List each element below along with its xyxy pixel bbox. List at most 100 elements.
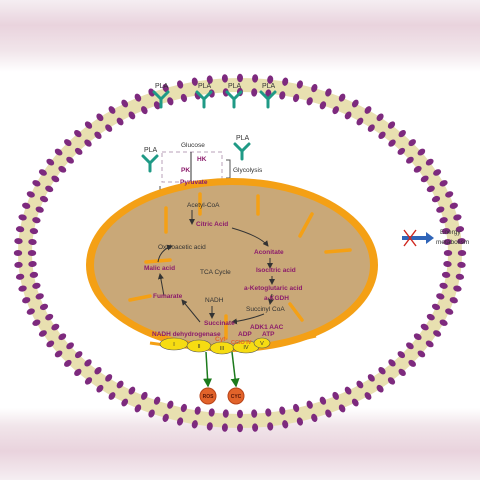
lipid-head-inner	[439, 282, 448, 289]
lipid-head-outer	[148, 409, 155, 418]
lipid-head-inner	[116, 117, 124, 126]
lipid-head-inner	[208, 408, 215, 417]
lipid-head-outer	[38, 169, 47, 176]
lipid-head-outer	[64, 359, 72, 367]
energy-cross-b	[403, 229, 417, 247]
crista	[288, 302, 304, 322]
lipid-head-outer	[15, 226, 25, 233]
adk1-aac-label: ADK1 AAC	[250, 324, 284, 331]
lipid-head-inner	[32, 282, 41, 289]
lipid-head-outer	[453, 285, 462, 292]
lipid-head-outer	[191, 77, 198, 86]
diagram-labels: Glucose HK PK Glycolysis Pyruvate Acetyl…	[144, 142, 469, 346]
lipid-head-inner	[28, 238, 37, 246]
lipid-head-inner	[167, 400, 174, 409]
nadh-label: NADH	[205, 297, 224, 304]
crista	[128, 294, 152, 302]
lipid-head-inner	[292, 93, 300, 103]
lipid-head-inner	[28, 260, 37, 268]
lipid-head-inner	[180, 403, 188, 413]
lipid-head-inner	[306, 400, 313, 409]
crista	[298, 212, 314, 238]
lipid-head-outer	[282, 420, 289, 429]
lipid-head-inner	[58, 333, 67, 341]
lipid-head-outer	[267, 422, 274, 431]
lipid-head-inner	[45, 185, 54, 193]
lipid-head-outer	[221, 74, 228, 83]
lipid-head-inner	[105, 374, 113, 382]
lipid-head-outer	[162, 84, 169, 93]
lipid-head-outer	[387, 377, 396, 385]
lipid-head-inner	[420, 175, 429, 183]
lipid-head-outer	[84, 121, 93, 129]
lipid-head-inner	[443, 250, 453, 256]
lipid-head-inner	[279, 91, 286, 100]
lipid-head-inner	[180, 93, 188, 103]
lipid-head-inner	[74, 351, 83, 359]
lipid-head-inner	[319, 396, 327, 405]
lipid-head-inner	[29, 271, 39, 278]
lipid-head-outer	[252, 423, 259, 432]
complex-ii-label: II	[197, 344, 201, 350]
lipid-head-outer	[13, 250, 23, 256]
lipid-head-outer	[282, 77, 289, 86]
pla-label: PLA	[155, 83, 169, 90]
hk-label: HK	[197, 156, 207, 163]
lipid-head-outer	[74, 368, 82, 377]
lipid-head-outer	[351, 99, 359, 108]
lipid-head-inner	[436, 206, 445, 213]
pla-label: PLA	[198, 83, 212, 90]
glycolysis-box	[161, 151, 223, 183]
lipid-head-inner	[344, 111, 352, 120]
mitochondrion-matrix	[94, 185, 370, 345]
tca-cycle-label: TCA Cycle	[200, 269, 231, 276]
lipid-head-outer	[455, 273, 465, 280]
lipid-head-outer	[14, 261, 23, 268]
lipid-head-outer	[445, 308, 454, 315]
lipid-head-outer	[32, 180, 41, 187]
lipid-head-inner	[378, 131, 386, 139]
lipid-head-outer	[408, 139, 416, 147]
lipid-head-inner	[279, 406, 286, 415]
lipid-head-inner	[51, 323, 60, 331]
lipid-head-inner	[332, 106, 339, 115]
lipid-head-outer	[457, 238, 466, 245]
lipid-head-inner	[356, 380, 364, 389]
lipid-head-outer	[46, 340, 55, 348]
lipid-head-inner	[388, 359, 396, 367]
nadh-dehydrogenase-label: NADH dehydrogenase	[152, 331, 221, 338]
lipid-head-outer	[439, 180, 448, 187]
lipid-head-outer	[237, 423, 243, 433]
complex-iv-label: IV	[243, 345, 249, 351]
lipid-head-outer	[425, 158, 434, 166]
lipid-head-inner	[94, 131, 102, 139]
lipid-head-outer	[26, 191, 35, 198]
lipid-head-outer	[84, 377, 93, 385]
energy-line1-label: Energy	[440, 229, 461, 236]
lipid-head-inner	[413, 333, 422, 341]
lipid-head-inner	[66, 342, 74, 350]
pla-label: PLA	[228, 83, 242, 90]
lipid-head-outer	[364, 392, 372, 400]
lipid-head-outer	[162, 413, 169, 422]
lipid-head-outer	[191, 420, 198, 429]
lipid-head-outer	[311, 84, 318, 93]
lipid-head-inner	[292, 403, 300, 413]
lipid-head-inner	[32, 217, 41, 224]
pla-molecule: PLA	[195, 83, 213, 109]
cco-label: CCIO IV	[231, 340, 252, 346]
lipid-head-inner	[141, 106, 148, 115]
fumarate-label: Fumarate	[153, 293, 183, 300]
lipid-head-inner	[153, 396, 161, 405]
lipid-head-inner	[344, 386, 352, 395]
lipid-head-outer	[351, 398, 359, 407]
lipid-head-inner	[397, 147, 406, 155]
release-labels: ROS CYC	[203, 394, 242, 400]
lipid-head-inner	[332, 391, 339, 400]
lipid-head-inner	[153, 101, 161, 110]
lipid-head-outer	[108, 106, 116, 114]
pla-molecule: PLA	[233, 135, 251, 161]
lipid-head-inner	[367, 124, 375, 132]
lipid-head-outer	[18, 285, 27, 292]
lipid-head-outer	[15, 273, 25, 280]
